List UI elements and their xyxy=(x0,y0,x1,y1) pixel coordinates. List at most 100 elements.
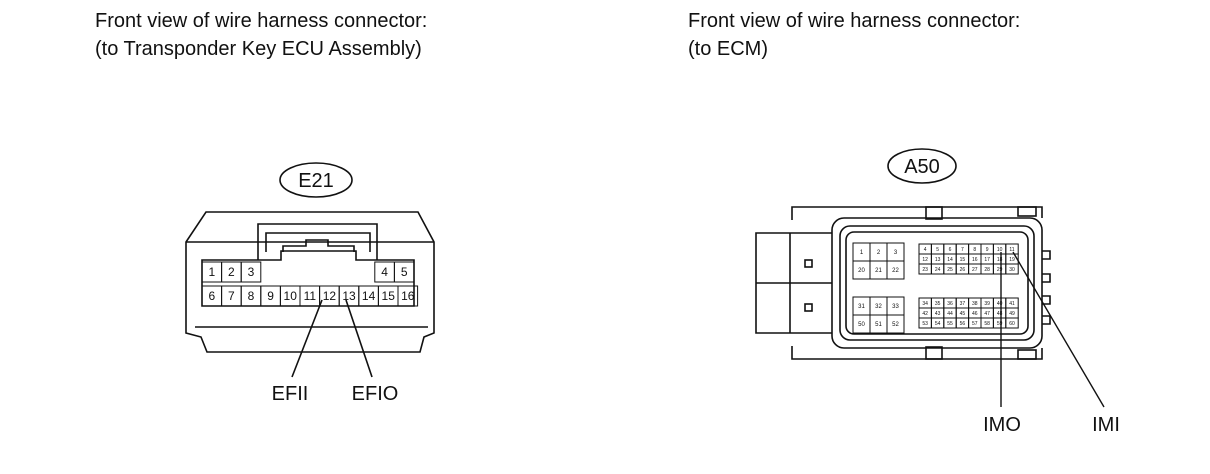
pin-a50-52: 52 xyxy=(892,322,899,328)
pin-a50-56: 56 xyxy=(960,321,966,327)
connector-a50 xyxy=(755,148,1051,360)
pin-e21-6: 6 xyxy=(208,289,215,303)
connector-e21-key xyxy=(282,239,355,252)
connector-a50-plug-hole-top xyxy=(804,259,813,268)
pin-a50-6: 6 xyxy=(949,247,952,253)
pin-e21-7: 7 xyxy=(228,289,235,303)
pin-a50-49: 49 xyxy=(1009,311,1015,317)
connector-a50-corner-tab-top xyxy=(1017,206,1037,217)
pin-a50-11: 11 xyxy=(1009,247,1014,253)
pin-a50-21: 21 xyxy=(875,268,882,274)
pin-a50-52-cell xyxy=(886,314,905,334)
signal-label-imo: IMO xyxy=(983,414,1021,436)
pin-a50-26: 26 xyxy=(960,267,966,273)
connector-a50-tab-bottom xyxy=(925,346,943,360)
connector-id-a50: A50 xyxy=(904,156,940,178)
pin-a50-46: 46 xyxy=(972,311,978,317)
pin-a50-16: 16 xyxy=(972,257,978,263)
connector-a50-housing-inner xyxy=(839,225,1035,341)
e21-leaders xyxy=(291,299,373,378)
pin-a50-15: 15 xyxy=(960,257,966,263)
left-caption-line-2: (to Transponder Key ECU Assembly) xyxy=(95,38,422,60)
pin-a50-30: 30 xyxy=(1009,267,1015,273)
pin-a50-36: 36 xyxy=(947,301,953,307)
leader-efio xyxy=(345,299,373,378)
pin-e21-10: 10 xyxy=(284,289,298,303)
pin-a50-44: 44 xyxy=(947,311,953,317)
pin-a50-24: 24 xyxy=(935,267,941,273)
pin-e21-8: 8 xyxy=(248,289,255,303)
right-caption-line-1: Front view of wire harness connector: xyxy=(688,10,1021,32)
right-caption-line-2: (to ECM) xyxy=(688,38,768,60)
pin-a50-48: 48 xyxy=(997,311,1003,317)
pin-a50-5: 5 xyxy=(936,247,939,253)
pin-a50-33: 33 xyxy=(892,304,899,310)
left-caption-line-1: Front view of wire harness connector: xyxy=(95,10,428,32)
pin-e21-3-cell xyxy=(240,261,262,283)
pin-a50-10: 10 xyxy=(997,247,1003,253)
pin-a50-60: 60 xyxy=(1009,321,1015,327)
pin-a50-4: 4 xyxy=(924,247,927,253)
pin-a50-53: 53 xyxy=(922,321,928,327)
pin-e21-2: 2 xyxy=(228,265,235,279)
pin-a50-27: 27 xyxy=(972,267,978,273)
connector-a50-tab-top xyxy=(925,206,943,220)
connector-a50-flange-bottom xyxy=(791,346,1043,360)
pin-e21-11: 11 xyxy=(304,289,317,303)
pin-a50-3: 3 xyxy=(894,250,898,256)
pin-a50-60-cell xyxy=(1005,317,1019,329)
right-caption: Front view of wire harness connector: (t… xyxy=(688,7,1020,63)
pin-a50-19: 19 xyxy=(1009,257,1015,263)
pin-a50-47: 47 xyxy=(984,311,990,317)
pin-a50-9: 9 xyxy=(986,247,989,253)
pin-a50-50: 50 xyxy=(858,322,865,328)
pin-a50-51: 51 xyxy=(875,322,882,328)
pin-e21-3: 3 xyxy=(248,265,255,279)
connector-a50-peg-3 xyxy=(1042,295,1051,305)
pin-a50-31: 31 xyxy=(858,304,865,310)
pin-e21-9: 9 xyxy=(267,289,274,303)
pin-a50-45: 45 xyxy=(960,311,966,317)
pin-a50-18: 18 xyxy=(997,257,1003,263)
signal-label-imi: IMI xyxy=(1092,414,1120,436)
pin-a50-20: 20 xyxy=(858,268,865,274)
pin-a50-42: 42 xyxy=(922,311,928,317)
pin-e21-13: 13 xyxy=(342,289,356,303)
connector-a50-peg-2 xyxy=(1042,273,1051,283)
pin-a50-35: 35 xyxy=(935,301,941,307)
pin-a50-30-cell xyxy=(1005,263,1019,275)
connector-e21 xyxy=(185,162,435,353)
pin-e21-15: 15 xyxy=(382,289,396,303)
pin-a50-32: 32 xyxy=(875,304,882,310)
pin-a50-57: 57 xyxy=(972,321,978,327)
pin-e21-5: 5 xyxy=(401,265,408,279)
pin-a50-29: 29 xyxy=(997,267,1003,273)
pin-a50-14: 14 xyxy=(947,257,953,263)
pin-a50-43: 43 xyxy=(935,311,941,317)
pin-e21-14: 14 xyxy=(362,289,376,303)
signal-label-efio: EFIO xyxy=(352,383,399,405)
pin-e21-16: 16 xyxy=(401,289,415,303)
connector-a50-pin-field xyxy=(845,231,1029,335)
pin-a50-40: 40 xyxy=(997,301,1003,307)
pin-e21-1: 1 xyxy=(208,265,215,279)
connector-a50-plug-hole-bottom xyxy=(804,303,813,312)
connector-a50-flange-top xyxy=(791,206,1043,220)
connector-e21-latch-outer xyxy=(257,223,378,260)
connector-a50-housing xyxy=(831,217,1043,349)
pin-a50-59: 59 xyxy=(997,321,1003,327)
pin-a50-55: 55 xyxy=(947,321,953,327)
pin-a50-34: 34 xyxy=(922,301,928,307)
connector-e21-latch-inner xyxy=(265,232,371,252)
leader-efii xyxy=(291,299,323,378)
left-caption: Front view of wire harness connector: (t… xyxy=(95,7,427,63)
pin-e21-4: 4 xyxy=(381,265,388,279)
connector-id-oval-a50 xyxy=(887,148,957,184)
pin-e21-16-cell xyxy=(397,285,419,307)
a50-leaders xyxy=(1000,251,1105,408)
pin-a50-58: 58 xyxy=(984,321,990,327)
pin-a50-8: 8 xyxy=(973,247,976,253)
